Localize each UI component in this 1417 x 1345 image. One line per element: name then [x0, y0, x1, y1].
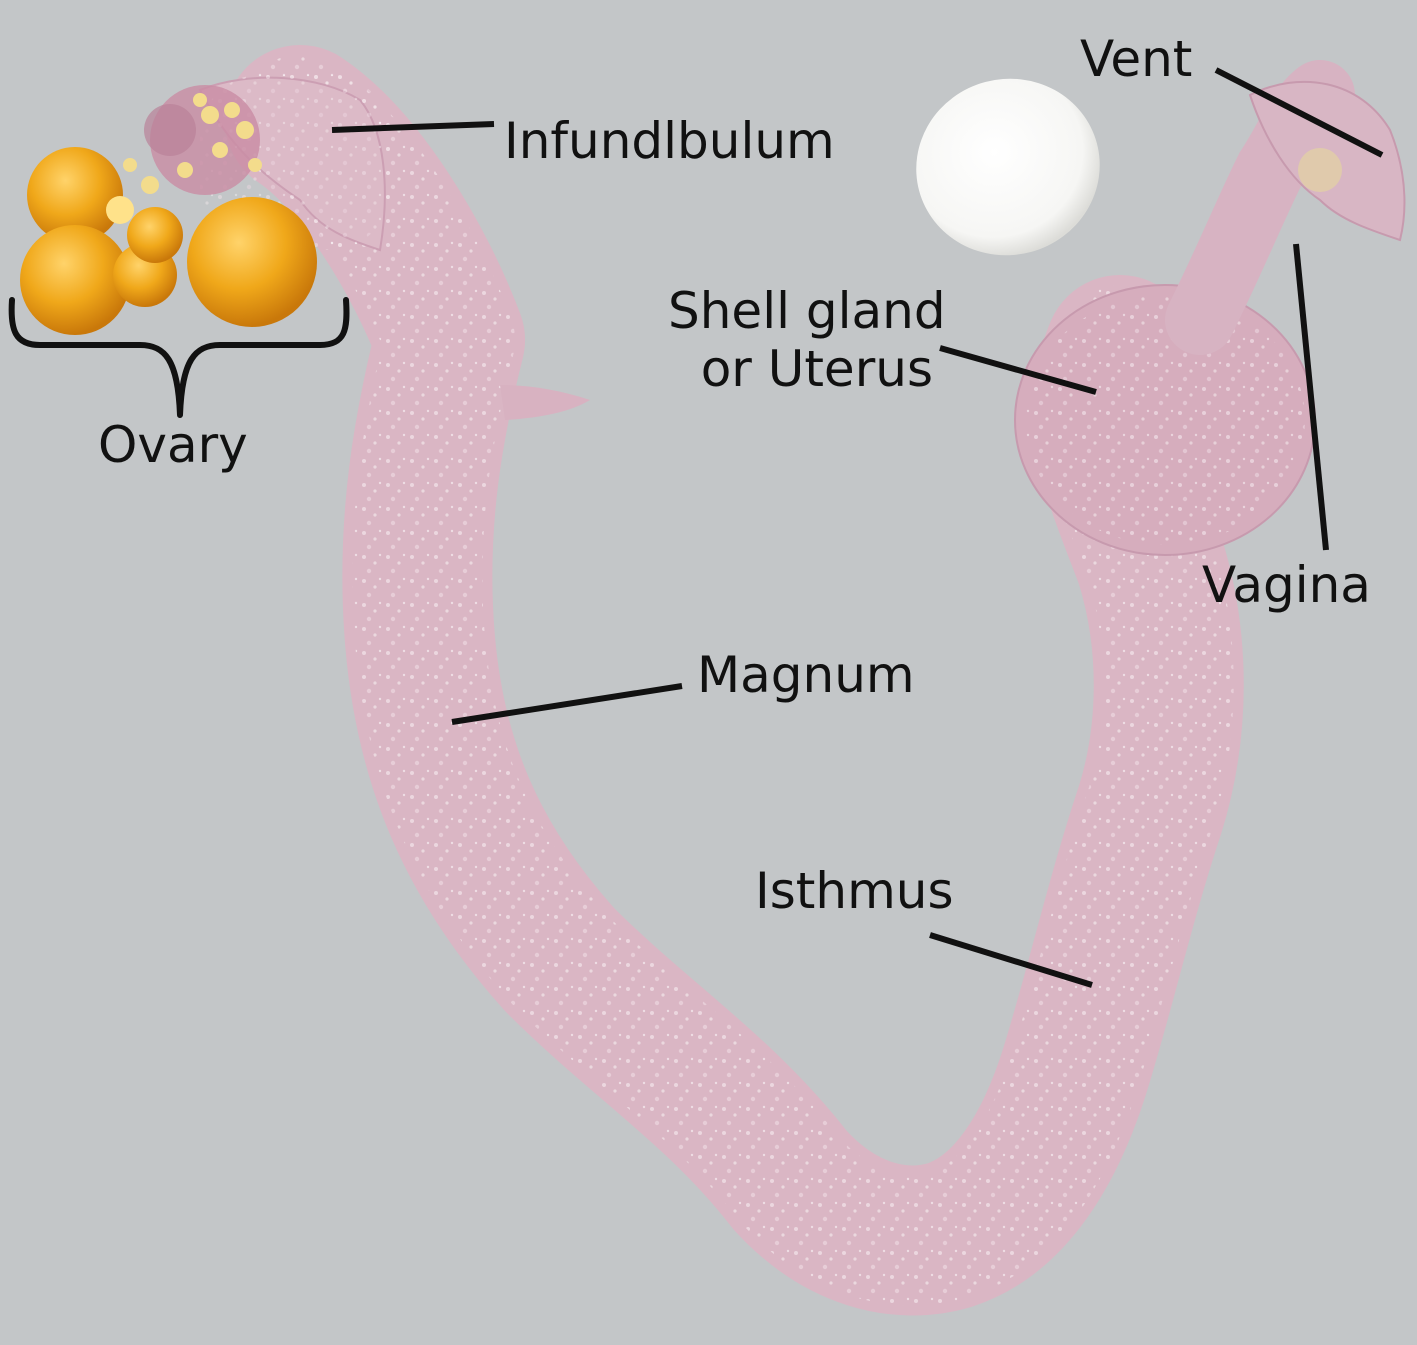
shell-gland-label-line-1: Shell gland: [668, 282, 946, 340]
ovary-brace: [8, 297, 350, 418]
ovary-label: Ovary: [98, 416, 248, 474]
vent-label: Vent: [1080, 30, 1193, 88]
tissue-flap: [500, 385, 590, 420]
infundibulum-label: Infundlbulum: [504, 112, 835, 170]
magnum-leader-line: [451, 683, 683, 725]
shell-gland-texture: [1025, 295, 1305, 545]
ovary-cluster: [20, 85, 317, 335]
vent-detail: [1298, 148, 1342, 192]
shell-gland-leader-line: [939, 345, 1097, 395]
isthmus-leader-line: [929, 932, 1093, 988]
shell-gland-label: Shell gland or Uterus: [668, 282, 946, 398]
vent-leader-line: [1214, 67, 1384, 158]
isthmus-label: Isthmus: [755, 862, 954, 920]
shell-gland-label-line-2: or Uterus: [700, 340, 933, 398]
vagina-leader-line: [1293, 243, 1329, 551]
vagina-label: Vagina: [1202, 556, 1371, 614]
infundibulum-leader-line: [331, 121, 495, 133]
magnum-label: Magnum: [697, 646, 915, 704]
oviduct-tube-texture: [235, 55, 1234, 1306]
egg: [916, 78, 1100, 256]
